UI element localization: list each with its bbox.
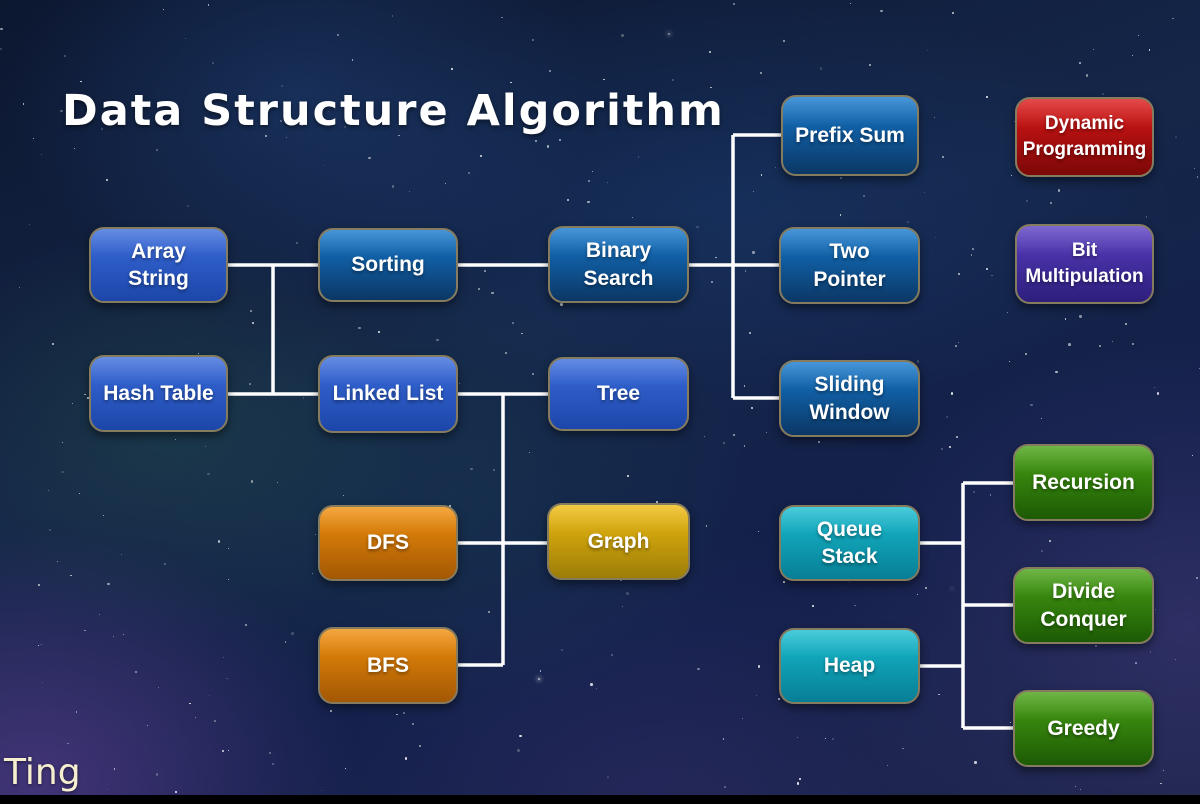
node-array-string: Array String <box>89 227 228 303</box>
node-binary-search: Binary Search <box>548 226 689 303</box>
node-hash-table: Hash Table <box>89 355 228 432</box>
node-graph: Graph <box>547 503 690 580</box>
node-greedy: Greedy <box>1013 690 1154 767</box>
node-tree: Tree <box>548 357 689 431</box>
node-heap: Heap <box>779 628 920 704</box>
node-dfs: DFS <box>318 505 458 581</box>
node-recursion: Recursion <box>1013 444 1154 521</box>
node-queue-stack: Queue Stack <box>779 505 920 581</box>
node-dynamic-programming: Dynamic Programming <box>1015 97 1154 177</box>
page-title: Data Structure Algorithm <box>62 86 725 136</box>
node-linked-list: Linked List <box>318 355 458 433</box>
node-bit-multipulation: Bit Multipulation <box>1015 224 1154 304</box>
signature: Ting <box>4 752 81 793</box>
node-divide-conquer: Divide Conquer <box>1013 567 1154 644</box>
node-prefix-sum: Prefix Sum <box>781 95 919 176</box>
node-sliding-window: Sliding Window <box>779 360 920 437</box>
bottom-bar <box>0 795 1200 804</box>
node-bfs: BFS <box>318 627 458 704</box>
node-sorting: Sorting <box>318 228 458 302</box>
node-two-pointer: Two Pointer <box>779 227 920 304</box>
